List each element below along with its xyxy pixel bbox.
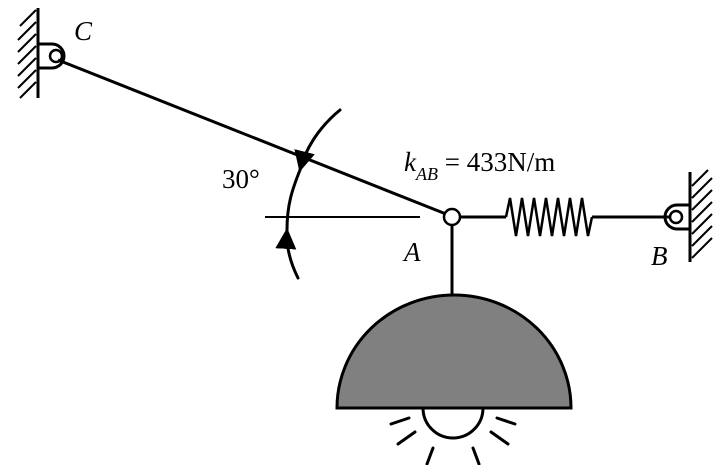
angle-marker — [275, 108, 342, 280]
pin-b — [668, 209, 684, 225]
wall-c — [17, 8, 40, 99]
label-spring-constant: kAB = 433N/m — [404, 147, 555, 184]
label-b: B — [651, 241, 668, 271]
label-angle: 30° — [222, 164, 260, 194]
hatched-wall-icon — [17, 9, 37, 99]
pin-a — [442, 207, 462, 227]
spring-ab — [504, 197, 594, 237]
lamp-shade — [335, 293, 573, 410]
wall-b — [688, 169, 713, 262]
sun-rays-icon — [389, 416, 517, 465]
cable-ca — [57, 58, 447, 216]
light-bulb — [421, 407, 485, 440]
label-c: C — [74, 16, 93, 46]
pin-support-b — [663, 203, 692, 231]
label-a: A — [402, 237, 421, 267]
pin-support-c — [36, 42, 66, 70]
hatched-wall-icon — [691, 169, 713, 259]
